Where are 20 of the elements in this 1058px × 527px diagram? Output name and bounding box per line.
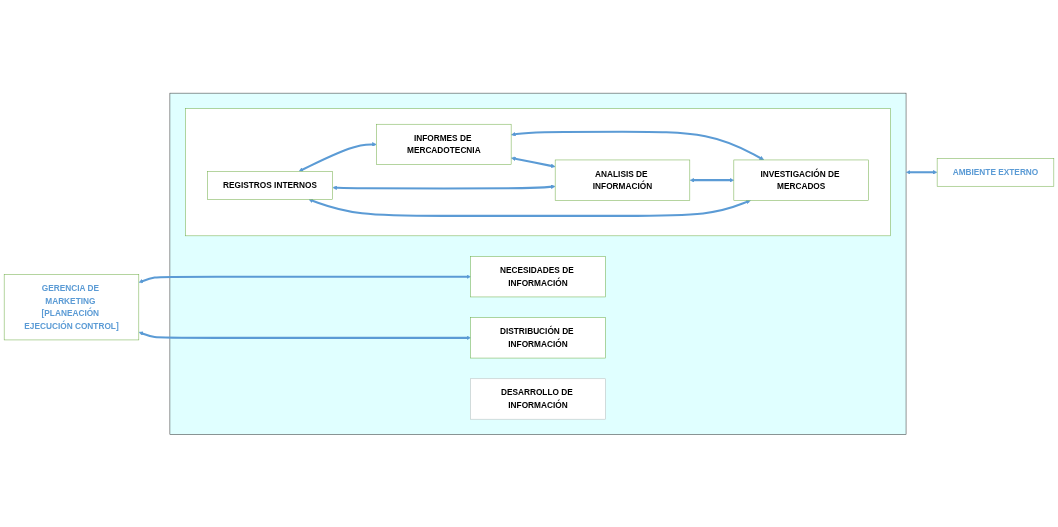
arrow <box>511 130 765 160</box>
node-box: REGISTROS INTERNOS <box>207 170 333 200</box>
node-box: NECESIDADES DE INFORMACIÓN <box>470 255 606 297</box>
node-box: AMBIENTE EXTERNO <box>936 157 1055 187</box>
node-box: INFORMES DE MERCADOTECNIA <box>376 123 512 165</box>
node-box: DESARROLLO DE INFORMACIÓN <box>470 378 606 419</box>
arrow <box>138 331 471 340</box>
cluster <box>169 92 907 435</box>
node-box: INVESTIGACIÓN DE MERCADOS <box>733 159 869 201</box>
node-box: ANALISIS DE INFORMACIÓN <box>554 159 691 201</box>
arrow <box>298 141 377 172</box>
node-box: DISTRIBUCIÓN DE INFORMACIÓN <box>470 316 606 358</box>
cluster <box>185 107 891 236</box>
arrow <box>138 274 471 283</box>
node-box: GERENCIA DE MARKETING [PLANEACIÓN EJECUCIÓN CONTROL] <box>3 274 140 340</box>
arrow <box>308 198 751 217</box>
arrow <box>511 156 556 168</box>
arrow <box>689 177 735 182</box>
arrow <box>906 169 938 175</box>
arrow <box>332 184 556 190</box>
